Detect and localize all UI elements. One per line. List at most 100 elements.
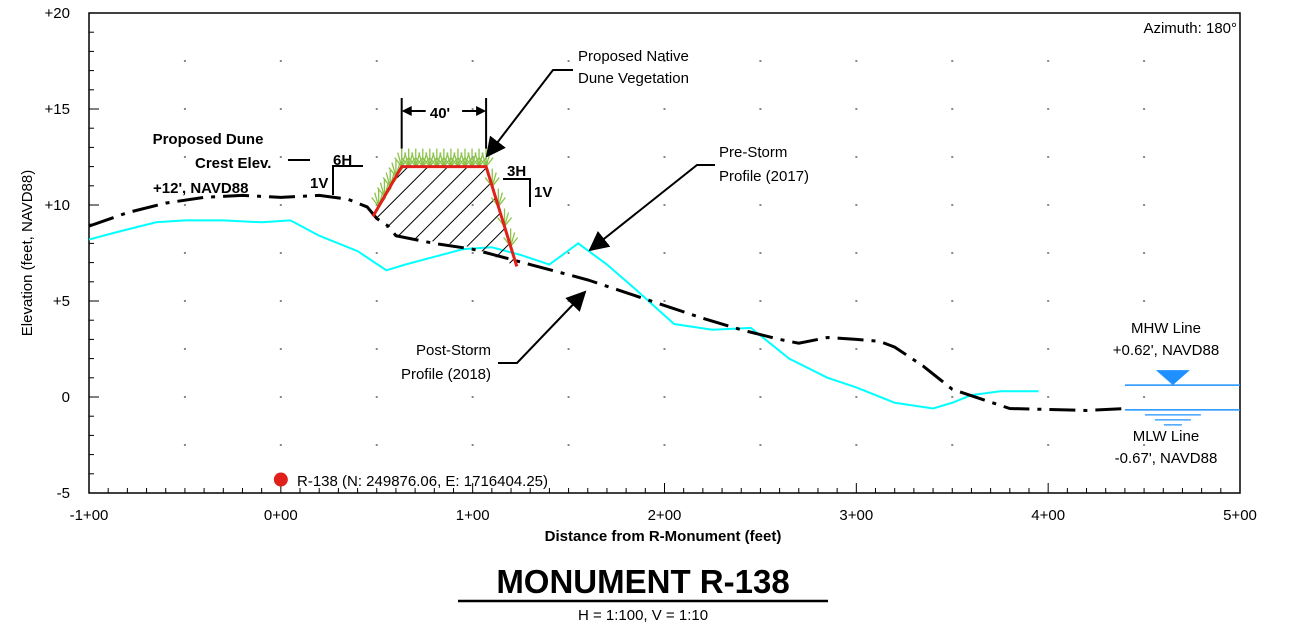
grid-dot xyxy=(183,252,186,254)
y-tick-label: +20 xyxy=(45,5,70,22)
grass-tuft xyxy=(478,148,494,167)
vegetation-label-line1: Proposed Native xyxy=(578,48,689,65)
slope-left-indicator xyxy=(332,165,363,195)
grid-dot xyxy=(375,156,378,158)
grid-dot xyxy=(951,108,954,110)
water-level-layer xyxy=(1124,370,1240,426)
grid-dot xyxy=(759,252,762,254)
grid-dot xyxy=(951,300,954,302)
grid-dot xyxy=(663,348,666,350)
grid-dot xyxy=(855,156,858,158)
grid-dot xyxy=(1143,204,1146,206)
grid-dot xyxy=(183,348,186,350)
grid-dot xyxy=(567,204,570,206)
post_storm-profile-line xyxy=(88,193,1125,412)
grid-dot xyxy=(1047,108,1050,110)
pre-storm-label-line1: Pre-Storm xyxy=(719,144,787,161)
grid-dot xyxy=(759,444,762,446)
y-tick-label: +15 xyxy=(45,101,70,118)
crest-width-arrow-left xyxy=(401,106,412,116)
grid-dot xyxy=(951,348,954,350)
grid-dot xyxy=(279,204,282,206)
grid-dot xyxy=(663,444,666,446)
grid-dot xyxy=(759,60,762,62)
grid-dot xyxy=(183,300,186,302)
grid-dot xyxy=(1047,348,1050,350)
grid-dot xyxy=(375,252,378,254)
grid-dot xyxy=(855,204,858,206)
y-axis-label: Elevation (feet, NAVD88) xyxy=(19,170,36,336)
grid-dot xyxy=(567,156,570,158)
grass-tuft xyxy=(371,188,387,207)
grid-dot xyxy=(375,396,378,398)
grid-dot xyxy=(1047,204,1050,206)
grid-dot xyxy=(471,108,474,110)
grid-dot xyxy=(759,156,762,158)
dune-crest-label-line1: Proposed Dune xyxy=(153,131,264,148)
grid-dot xyxy=(567,396,570,398)
grid-dot xyxy=(375,108,378,110)
grid-dot xyxy=(567,108,570,110)
chart-subtitle: H = 1:100, V = 1:10 xyxy=(578,607,708,624)
grid-dot xyxy=(1047,60,1050,62)
x-tick-label: 2+00 xyxy=(648,507,682,524)
post-storm-leader xyxy=(498,290,587,364)
grid-dot xyxy=(759,204,762,206)
x-tick-label: 5+00 xyxy=(1223,507,1257,524)
grid-dot xyxy=(279,396,282,398)
grid-dot xyxy=(375,60,378,62)
grid-dot xyxy=(1143,108,1146,110)
grid-dot xyxy=(471,252,474,254)
grid-dot xyxy=(279,60,282,62)
slope-right-v-label: 1V xyxy=(534,184,552,201)
azimuth-label: Azimuth: 180° xyxy=(1143,20,1237,37)
grid-dot xyxy=(567,300,570,302)
x-tick-label: -1+00 xyxy=(70,507,109,524)
grid-dot xyxy=(855,396,858,398)
grid-dot xyxy=(183,108,186,110)
grid-dot xyxy=(663,204,666,206)
grid-dot xyxy=(855,300,858,302)
grid-dot xyxy=(279,108,282,110)
grid-dot xyxy=(951,444,954,446)
slope-left-h-label: 6H xyxy=(333,152,352,169)
grid-layer xyxy=(183,60,1146,446)
dune-crest-label-line2: Crest Elev. xyxy=(195,155,271,172)
grid-dot xyxy=(279,300,282,302)
y-tick-label: +10 xyxy=(45,197,70,214)
grid-dot xyxy=(567,60,570,62)
grid-dot xyxy=(471,396,474,398)
grid-dot xyxy=(1143,300,1146,302)
grid-dot xyxy=(951,156,954,158)
grid-dot xyxy=(567,444,570,446)
grid-dot xyxy=(663,300,666,302)
annotation-layer xyxy=(273,69,715,487)
x-tick-label: 1+00 xyxy=(456,507,490,524)
grid-dot xyxy=(471,444,474,446)
grid-dot xyxy=(759,348,762,350)
slope-left-v-label: 1V xyxy=(310,175,328,192)
series-layer xyxy=(88,193,1125,412)
grid-dot xyxy=(279,348,282,350)
grid-dot xyxy=(183,156,186,158)
grid-dot xyxy=(183,444,186,446)
post-storm-label-line2: Profile (2018) xyxy=(401,366,491,383)
grid-dot xyxy=(1047,300,1050,302)
grid-dot xyxy=(855,60,858,62)
x-axis-label: Distance from R-Monument (feet) xyxy=(545,528,782,545)
pre-storm-leader xyxy=(588,164,715,252)
x-tick-label: 0+00 xyxy=(264,507,298,524)
grid-dot xyxy=(759,108,762,110)
grid-dot xyxy=(855,348,858,350)
grid-dot xyxy=(1143,60,1146,62)
x-tick-label: 3+00 xyxy=(839,507,873,524)
grid-dot xyxy=(951,60,954,62)
dune-crest-label-line3: +12', NAVD88 xyxy=(153,180,248,197)
monument-label: R-138 (N: 249876.06, E: 1716404.25) xyxy=(297,473,548,490)
grid-dot xyxy=(663,252,666,254)
y-tick-label: +5 xyxy=(53,293,70,310)
grid-dot xyxy=(759,396,762,398)
slope-right-h-label: 3H xyxy=(507,163,526,180)
grid-dot xyxy=(663,60,666,62)
